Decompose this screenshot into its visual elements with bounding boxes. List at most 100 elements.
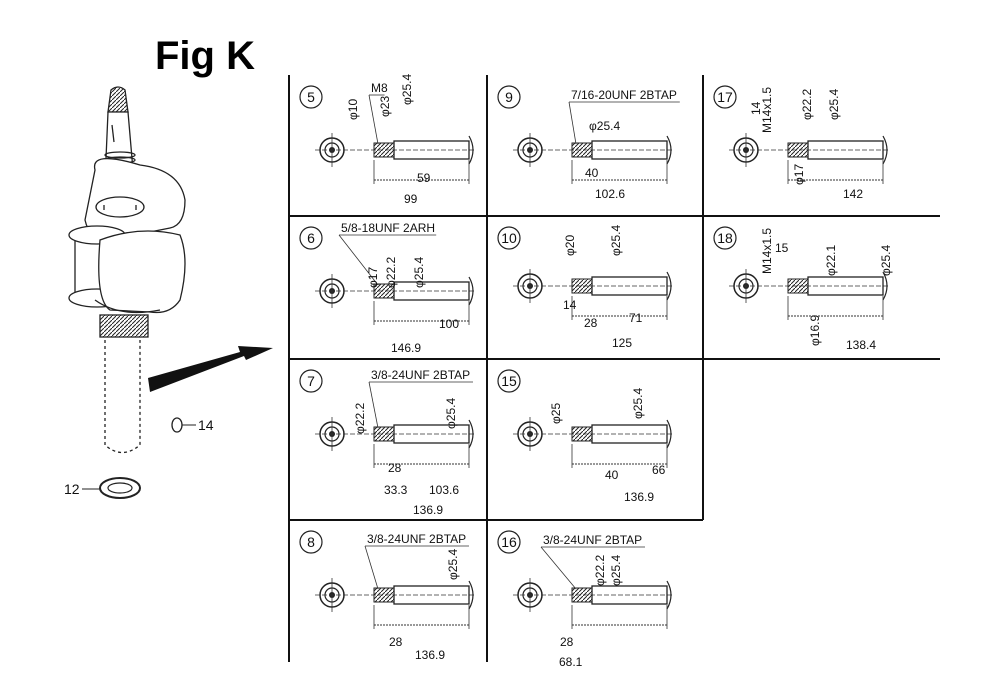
dimension-label: φ25.4 <box>412 257 426 288</box>
dimension-label: φ10 <box>346 99 360 120</box>
threaded-bore <box>571 278 593 294</box>
dimension-label: 103.6 <box>429 483 459 497</box>
dimension-label: φ25.4 <box>446 549 460 580</box>
dimension-label: 15 <box>775 241 789 255</box>
dimension-label: 102.6 <box>595 187 625 201</box>
callout-14: 14 <box>171 417 214 433</box>
panel-8: 8 3/8-24UNF 2BTAP φ25.4 28 136.9 <box>299 530 474 662</box>
panel-number-circle <box>299 530 323 554</box>
dimension-label: 33.3 <box>384 483 408 497</box>
callout-12: 12 <box>64 477 141 499</box>
thread-spec: 3/8-24UNF 2BTAP <box>543 533 642 547</box>
dimension-label: 71 <box>629 311 643 325</box>
panel-number-circle <box>497 369 521 393</box>
panel-number-circle <box>497 226 521 250</box>
dimension-label: φ23 <box>378 96 392 117</box>
dimension-label: φ25.4 <box>631 388 645 419</box>
dimension-label: 125 <box>612 336 632 350</box>
dimension-label: 40 <box>585 166 599 180</box>
dimension-label: φ17 <box>792 164 806 185</box>
panel-number-circle <box>299 369 323 393</box>
panel-number-circle <box>497 85 521 109</box>
thread-spec: M14x1.5 <box>760 228 774 274</box>
dimension-label: φ25.4 <box>827 89 841 120</box>
dimension-label: φ25.4 <box>444 398 458 429</box>
threaded-bore <box>787 278 809 294</box>
panel-number-circle <box>497 530 521 554</box>
pointer-arrow-icon <box>148 346 273 392</box>
thread-spec: 3/8-24UNF 2BTAP <box>371 368 470 382</box>
dimension-label: φ25 <box>549 403 563 424</box>
shaft-profile <box>393 140 470 160</box>
threaded-bore <box>373 587 395 603</box>
dimension-label: 28 <box>584 316 598 330</box>
callout-number: 12 <box>64 481 80 497</box>
dimension-label: φ25.4 <box>609 555 623 586</box>
shaft-profile <box>807 140 884 160</box>
o-ring-icon <box>171 417 183 433</box>
thread-spec: 3/8-24UNF 2BTAP <box>367 532 466 546</box>
dimension-label: 68.1 <box>559 655 583 669</box>
dimension-label: φ16.9 <box>808 315 822 346</box>
panel-number: 5 <box>307 89 315 105</box>
panel-number-circle <box>299 85 323 109</box>
shaft-profile <box>591 585 668 605</box>
shaft-profile <box>393 585 470 605</box>
thread-spec: 5/8-18UNF 2ARH <box>341 221 435 235</box>
dimension-label: φ25.4 <box>609 225 623 256</box>
dimension-label: 142 <box>843 187 863 201</box>
panel-number-circle <box>713 85 737 109</box>
dimension-label: φ22.2 <box>353 403 367 434</box>
shaft-profile <box>591 140 668 160</box>
washer-icon <box>99 477 141 499</box>
dimension-label: 136.9 <box>415 648 445 662</box>
panel-number: 18 <box>717 230 733 246</box>
threaded-bore <box>787 142 809 158</box>
dimension-label: 138.4 <box>846 338 876 352</box>
panel-15: 15 φ25 φ25.4 40 66 136.9 <box>497 369 672 504</box>
thread-spec: 7/16-20UNF 2BTAP <box>571 88 677 102</box>
dimension-label: 28 <box>388 461 402 475</box>
panel-number: 7 <box>307 373 315 389</box>
shaft-profile <box>807 276 884 296</box>
panel-number: 16 <box>501 534 517 550</box>
panel-number: 15 <box>501 373 517 389</box>
shaft-profile <box>591 276 668 296</box>
threaded-bore <box>571 587 593 603</box>
dimension-label: 100 <box>439 317 459 331</box>
threaded-bore <box>571 426 593 442</box>
dimension-label: φ25.4 <box>400 74 414 105</box>
dimension-label: 40 <box>605 468 619 482</box>
panel-number-circle <box>713 226 737 250</box>
dimension-label: 14 <box>749 101 763 115</box>
panel-number: 10 <box>501 230 517 246</box>
thread-spec: M8 <box>371 81 388 95</box>
dimension-label: φ20 <box>563 235 577 256</box>
panel-number: 6 <box>307 230 315 246</box>
dimension-label: 66 <box>652 463 666 477</box>
dimension-label: 28 <box>389 635 403 649</box>
thread-spec: M14x1.5 <box>760 87 774 133</box>
crankshaft-illustration <box>68 86 186 454</box>
callout-number: 14 <box>198 417 214 433</box>
threaded-bore <box>571 142 593 158</box>
dimension-label: 28 <box>560 635 574 649</box>
shaft-profile <box>393 281 470 301</box>
dimension-label: φ17 <box>366 267 380 288</box>
threaded-bore <box>373 142 395 158</box>
dimension-label: φ25.4 <box>589 119 620 133</box>
dimension-label: φ22.2 <box>593 555 607 586</box>
panel-grid <box>288 75 940 662</box>
dimension-label: 146.9 <box>391 341 421 355</box>
panel-number-circle <box>299 226 323 250</box>
panel-number: 8 <box>307 534 315 550</box>
figure-title: Fig K <box>155 34 255 78</box>
dimension-label: 136.9 <box>624 490 654 504</box>
